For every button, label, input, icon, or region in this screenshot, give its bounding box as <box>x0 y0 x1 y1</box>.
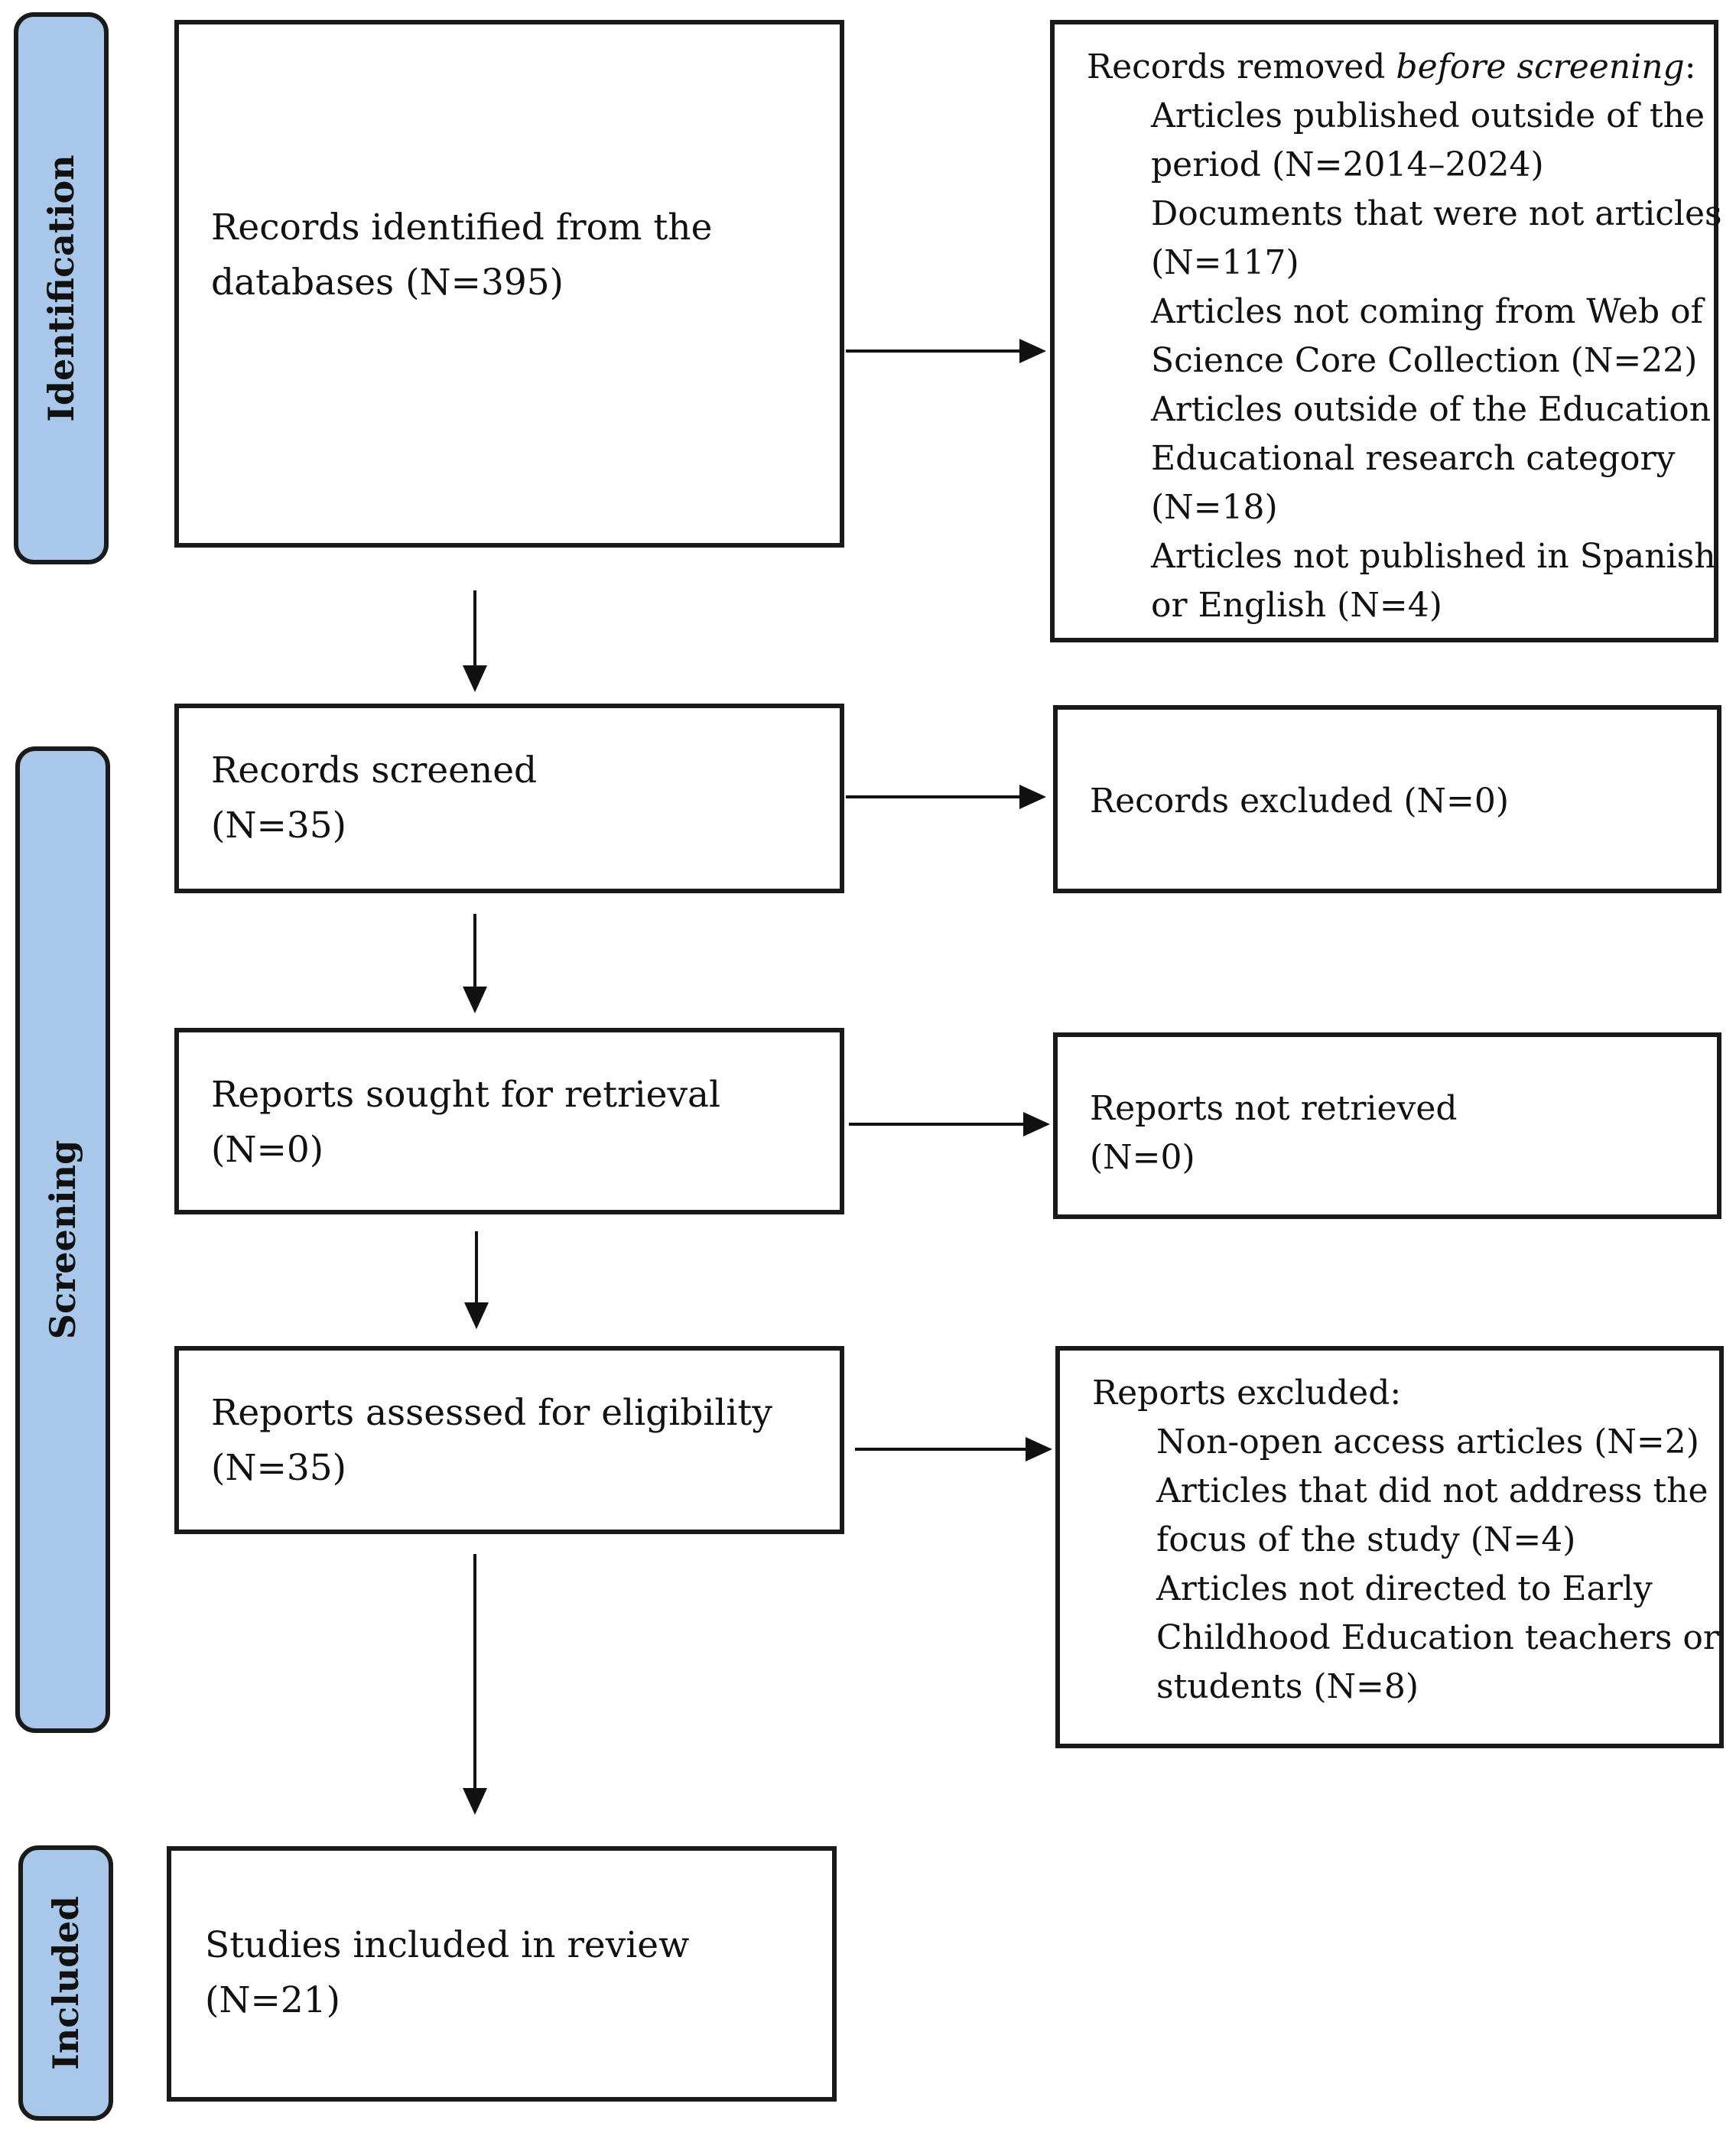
reports-not-retrieved-line1: Reports not retrieved <box>1090 1089 1458 1128</box>
records-removed-heading-post: : <box>1684 47 1696 86</box>
studies-included-line2: (N=21) <box>205 1979 340 2021</box>
removed-item-line: or English (N=4) <box>1151 586 1442 625</box>
records-excluded-line1: Records excluded (N=0) <box>1090 782 1510 821</box>
reports-excluded-item-line: Childhood Education teachers or <box>1156 1618 1719 1657</box>
arrowhead-assessed-to-reports-excluded <box>1026 1437 1052 1461</box>
records-screened-line1: Records screened <box>211 749 538 792</box>
phase-included: Included <box>18 1845 113 2121</box>
arrowhead-identified-to-removed <box>1019 339 1046 363</box>
removed-item-line: Articles published outside of the <box>1151 96 1705 135</box>
reports-sought-line2: (N=0) <box>211 1129 324 1171</box>
box-reports-excluded: Reports excluded: Non-open access articl… <box>1055 1346 1724 1748</box>
arrowhead-assessed-to-included <box>463 1788 487 1815</box>
removed-item-line: (N=117) <box>1151 243 1299 282</box>
arrowhead-screened-to-sought <box>463 987 487 1013</box>
removed-item-line: Science Core Collection (N=22) <box>1151 341 1698 380</box>
records-removed-heading-pre: Records removed <box>1087 47 1396 86</box>
box-reports-not-retrieved: Reports not retrieved (N=0) <box>1053 1032 1721 1219</box>
box-records-removed: Records removed before screening: Articl… <box>1050 20 1722 642</box>
box-reports-sought: Reports sought for retrieval (N=0) <box>174 1028 844 1214</box>
box-studies-included: Studies included in review (N=21) <box>167 1846 837 2102</box>
removed-item-line: Articles outside of the Education <box>1151 390 1712 429</box>
reports-assessed-line1: Reports assessed for eligibility <box>211 1392 772 1434</box>
phase-screening: Screening <box>15 746 110 1733</box>
box-records-excluded: Records excluded (N=0) <box>1053 705 1721 893</box>
removed-item-line: Articles not published in Spanish <box>1151 537 1716 576</box>
removed-item-line: Educational research category <box>1151 439 1676 478</box>
reports-excluded-item-line: Articles that did not address the <box>1156 1471 1708 1510</box>
removed-item-line: (N=18) <box>1151 488 1278 527</box>
reports-excluded-item-line: students (N=8) <box>1156 1667 1419 1706</box>
box-reports-assessed: Reports assessed for eligibility (N=35) <box>174 1346 844 1534</box>
removed-item-line: Documents that were not articles <box>1151 194 1722 233</box>
records-identified-line2: databases (N=395) <box>211 262 564 304</box>
reports-not-retrieved-line2: (N=0) <box>1090 1138 1195 1177</box>
reports-excluded-item-line: Articles not directed to Early <box>1156 1569 1653 1608</box>
box-records-screened: Records screened (N=35) <box>174 704 844 893</box>
phase-identification: Identification <box>14 12 109 564</box>
records-removed-heading: Records removed before screening: <box>1087 43 1696 92</box>
box-records-identified: Records identified from the databases (N… <box>174 20 844 548</box>
reports-excluded-item-line: focus of the study (N=4) <box>1156 1520 1576 1559</box>
reports-excluded-item-line: Non-open access articles (N=2) <box>1156 1422 1699 1461</box>
studies-included-line1: Studies included in review <box>205 1924 690 1966</box>
reports-assessed-line2: (N=35) <box>211 1447 346 1489</box>
arrowhead-sought-to-not-retrieved <box>1023 1112 1050 1136</box>
reports-excluded-heading: Reports excluded: <box>1092 1374 1402 1413</box>
removed-item-line: period (N=2014–2024) <box>1151 145 1544 184</box>
arrowhead-screened-to-excluded <box>1019 785 1046 809</box>
records-screened-line2: (N=35) <box>211 805 346 847</box>
records-identified-line1: Records identified from the <box>211 206 713 249</box>
arrowhead-sought-to-assessed <box>464 1302 489 1329</box>
removed-item-line: Articles not coming from Web of <box>1151 292 1703 331</box>
arrowhead-identified-to-screened <box>463 665 487 692</box>
reports-sought-line1: Reports sought for retrieval <box>211 1074 721 1116</box>
records-removed-heading-italic: before screening <box>1396 47 1685 86</box>
